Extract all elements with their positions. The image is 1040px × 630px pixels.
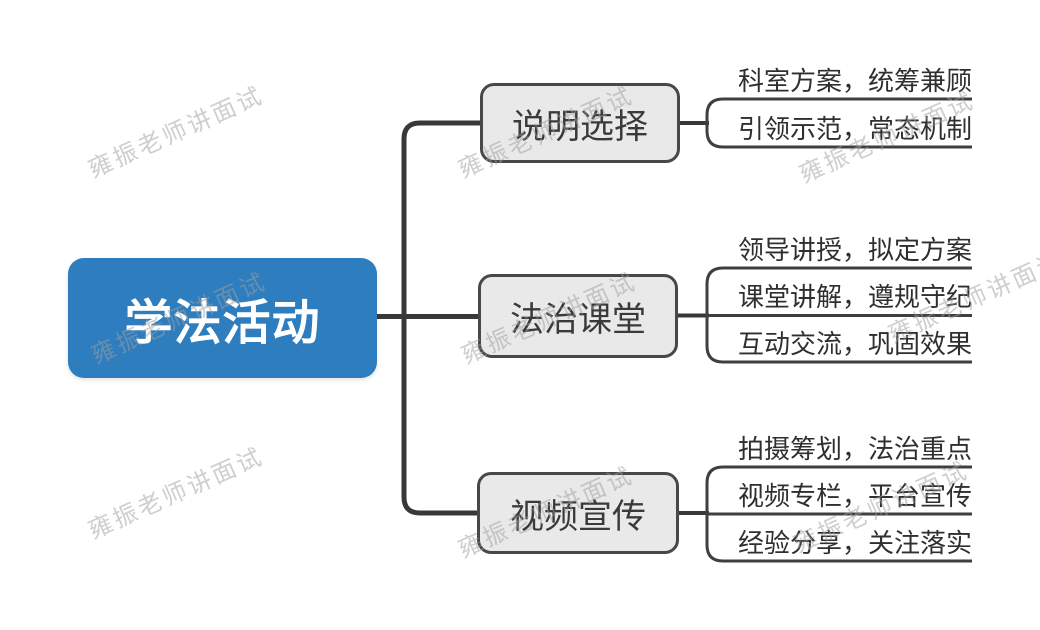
branch-node-label: 法治课堂 bbox=[510, 300, 646, 339]
root-node-label: 学法活动 bbox=[124, 297, 321, 350]
leaf-item-2-1: 领导讲授，拟定方案 bbox=[738, 235, 973, 265]
root-node: 学法活动 bbox=[68, 258, 377, 378]
leaf-item-3-3: 经验分享，关注落实 bbox=[738, 528, 973, 558]
branch1-bracket bbox=[705, 97, 972, 149]
leaf-item-3-2: 视频专栏，平台宣传 bbox=[738, 481, 973, 511]
leaf-item-2-2: 课堂讲解，遵规守纪 bbox=[738, 282, 973, 312]
branch-node-fazhi-ketang: 法治课堂 bbox=[478, 274, 678, 358]
leaf-item-3-1: 拍摄筹划，法治重点 bbox=[738, 434, 973, 464]
branch-node-label: 视频宣传 bbox=[510, 497, 646, 536]
leaf-item-1-1: 科室方案，统筹兼顾 bbox=[738, 66, 973, 96]
branch-node-shuoming-xuanze: 说明选择 bbox=[480, 83, 680, 163]
branch-node-shipin-xuanchuan: 视频宣传 bbox=[477, 472, 679, 554]
trunk-connector bbox=[401, 120, 480, 516]
leaf-item-1-2: 引领示范，常态机制 bbox=[738, 114, 973, 144]
leaf-item-2-3: 互动交流，巩固效果 bbox=[738, 329, 973, 359]
branch-node-label: 说明选择 bbox=[512, 107, 648, 146]
